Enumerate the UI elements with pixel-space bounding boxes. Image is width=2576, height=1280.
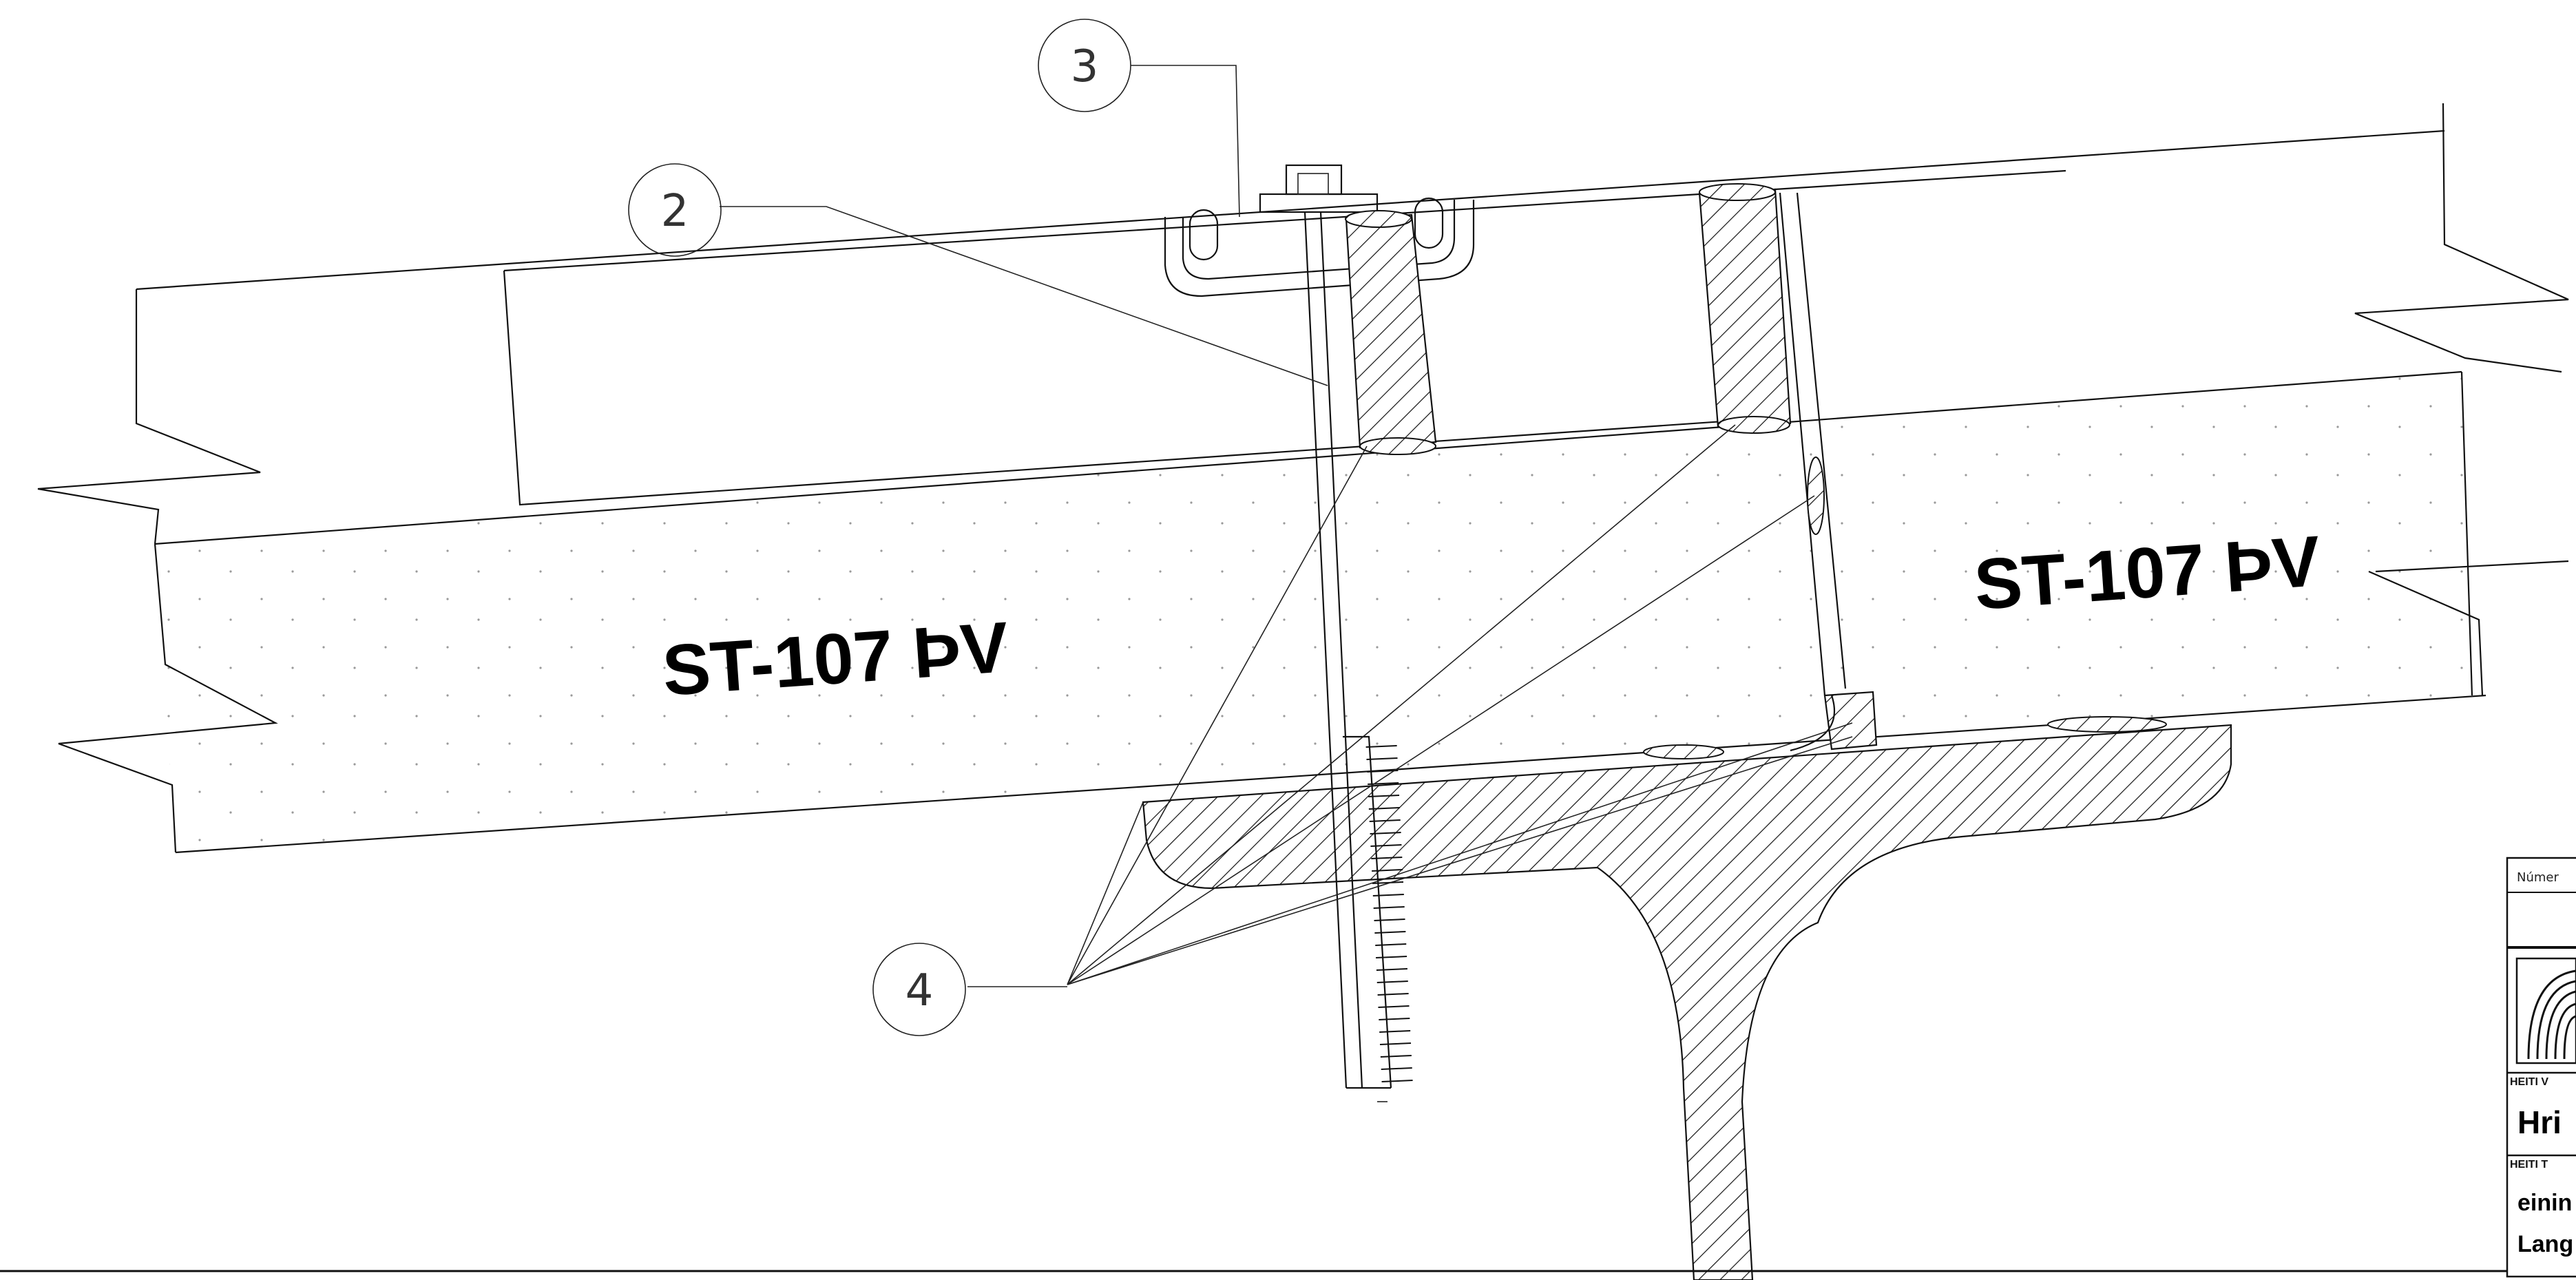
thread-line [1378,1005,1410,1008]
t-beam [1142,716,2232,1280]
thread-line [1379,1042,1412,1045]
thread-line [1379,1030,1411,1033]
thread-line [1376,956,1407,958]
thread-line [1381,1067,1412,1070]
thread-line [1376,980,1408,983]
thread-line [1366,757,1398,760]
thread-line [1381,1080,1413,1082]
company-logo [2515,957,2576,1064]
thread-line [1368,782,1399,785]
heiti-teikningar-line2: Lang [2517,1231,2573,1257]
angle-plate [1779,192,1878,752]
thread-line [1374,919,1405,921]
callout-balloon-4: 4 [872,943,966,1036]
thread-line [1374,931,1406,934]
thread-line [1370,844,1402,847]
callout-2-text: 2 [661,186,689,237]
heiti-verks-value: Hri [2517,1104,2562,1140]
screw-threads [1365,745,1413,1082]
thread-line [1373,906,1405,909]
thread-line [1371,857,1403,859]
thread-line [1377,993,1409,996]
spacers [1345,183,1792,455]
thread-line [1380,1055,1412,1058]
thread-line [1372,894,1404,896]
heiti-teikningar-line1: einin [2517,1190,2572,1216]
thread-line [1368,795,1400,797]
callout-4-leaders [1067,424,1853,985]
callout-balloon-2: 2 [628,163,722,257]
heiti-verks-label: HEITI V [2510,1076,2548,1088]
screw [1303,211,1413,1102]
thread-line [1375,943,1407,946]
callout-3-text: 3 [1071,41,1099,92]
callout-3-leader [1131,65,1240,218]
clip-bracket [1164,164,1475,297]
thread-line [1379,1018,1410,1020]
thread-line [1372,881,1404,884]
numer-label: Númer [2517,870,2559,885]
upper-layer [37,103,2569,545]
thread-line [1376,968,1407,971]
thread-line [1372,869,1403,872]
callout-balloon-3: 3 [1038,19,1131,112]
thread-line [1365,745,1397,748]
top-plate [503,169,2066,506]
thread-line [1370,832,1401,835]
heiti-teikningar-label: HEITI T [2510,1159,2548,1171]
title-block: Númer HEITI V Hri HEITI T einin Lang [2506,857,2576,1278]
thread-line [1369,819,1401,822]
thread-line [1368,807,1400,810]
callout-2-leader [720,206,1328,386]
thread-line [1367,770,1399,773]
callout-4-text: 4 [905,965,934,1016]
